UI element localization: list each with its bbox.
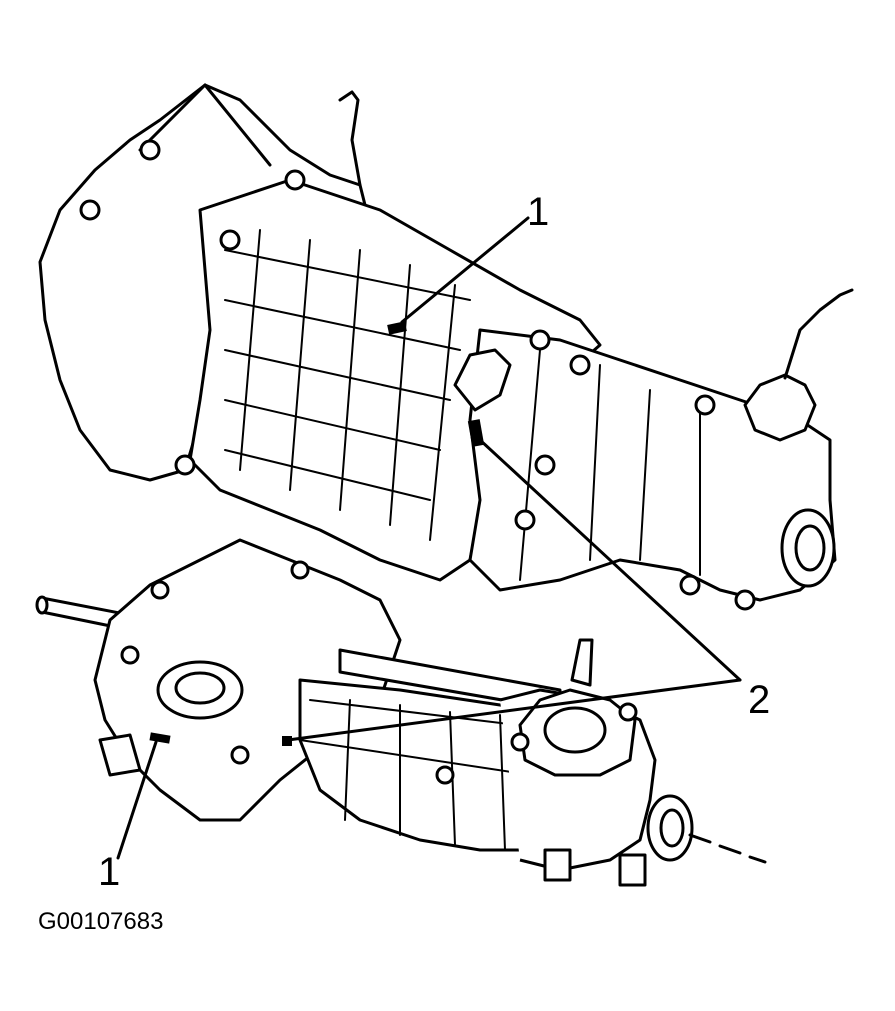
lower-shift-tower (518, 688, 637, 777)
leader-2-to-lower (286, 678, 742, 742)
lower-location-1-mark (149, 732, 171, 744)
callout-2: 2 (748, 678, 771, 722)
upper-case-ribs (224, 229, 471, 541)
leader-lower-1 (116, 740, 158, 860)
lower-mount-foot-left (98, 733, 142, 777)
lower-mount-foot-right (618, 853, 647, 887)
lower-bearing-retainer (156, 660, 244, 720)
upper-shift-lever (783, 288, 854, 380)
upper-shift-shaft-boss (453, 348, 512, 412)
callout-lower-1: 1 (98, 850, 121, 894)
lower-tower-dome (543, 706, 607, 754)
upper-extension-housing (468, 328, 837, 602)
figure-id-label: G00107683 (38, 908, 164, 935)
callout-upper-1: 1 (527, 190, 550, 234)
upper-location-1-mark (387, 321, 407, 335)
upper-output-flange (780, 508, 836, 588)
leader-upper-1 (400, 216, 530, 324)
lower-transmission (35, 538, 767, 887)
lower-output-bore (659, 808, 685, 848)
upper-rod-line (138, 83, 272, 167)
upper-output-bore (794, 524, 826, 572)
lower-bearing-inner (174, 671, 226, 705)
lower-output-centerline (688, 833, 767, 864)
lower-input-shaft-end (35, 595, 49, 615)
lower-output-flange (646, 794, 694, 862)
lower-bolts (120, 560, 638, 785)
upper-ext-ribs (519, 349, 701, 581)
leader-lines (116, 216, 742, 860)
leader-2-to-upper (478, 438, 742, 682)
lower-shift-stub (570, 638, 594, 687)
upper-shift-tower (743, 373, 817, 442)
lower-mount-foot-mid (543, 848, 572, 882)
upper-bolts (79, 139, 756, 611)
upper-clutch-rod (338, 90, 362, 187)
upper-transmission (38, 83, 854, 611)
